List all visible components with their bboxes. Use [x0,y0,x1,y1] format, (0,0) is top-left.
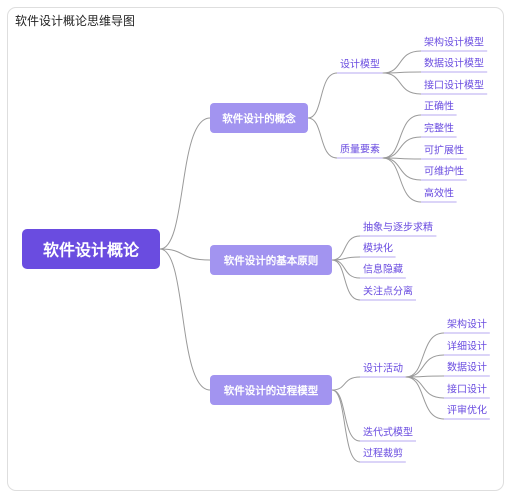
mindmap-edges [159,50,490,463]
leaf-node: 数据设计模型 [424,57,484,70]
topic-node: 设计模型 [340,58,380,71]
edge-root-branch-0 [159,117,211,250]
leaf-node: 接口设计 [447,383,487,396]
topic-node: 过程裁剪 [363,447,403,460]
edge-topic-0-0-leaf-2 [382,72,422,95]
edge-topic-0-0-leaf-0 [382,50,422,74]
topic-node: 信息隐藏 [363,263,403,276]
edge-branch-0-child-1 [307,117,338,159]
branch-node-label: 软件设计的过程模型 [224,384,319,397]
edge-topic-2-0-leaf-3 [405,376,445,399]
edge-topic-0-1-leaf-1 [382,136,422,159]
edge-branch-1-child-2 [331,259,361,279]
edge-topic-0-1-leaf-4 [382,157,422,203]
edge-branch-1-child-0 [331,235,361,261]
topic-node: 抽象与逐步求精 [363,221,433,234]
branch-node-0 [210,103,308,133]
edge-topic-2-0-leaf-4 [405,376,445,420]
root-node [22,229,160,269]
leaf-node: 架构设计模型 [424,36,484,49]
leaf-node: 数据设计 [447,361,487,374]
edge-topic-2-0-leaf-0 [405,332,445,378]
edge-topic-2-0-leaf-1 [405,354,445,378]
topic-node: 迭代式模型 [363,426,413,439]
leaf-node: 正确性 [424,100,454,113]
page-title: 软件设计概论思维导图 [15,14,136,28]
edge-root-branch-1 [159,248,211,261]
leaf-node: 完整性 [424,122,454,135]
branch-node-1 [210,245,332,275]
root-node-label: 软件设计概论 [43,241,140,260]
leaf-node: 架构设计 [447,318,487,331]
edge-branch-2-child-0 [331,376,361,391]
leaf-node: 接口设计模型 [424,79,484,92]
topic-node: 质量要素 [340,143,380,156]
edge-branch-0-child-0 [307,72,338,119]
leaf-node: 详细设计 [447,340,487,353]
topic-node: 设计活动 [363,362,403,375]
edge-branch-2-child-2 [331,389,361,463]
edge-root-branch-2 [159,248,211,391]
branch-node-label: 软件设计的基本原则 [224,254,319,267]
topic-node: 模块化 [363,242,393,255]
edge-branch-1-child-1 [331,256,361,261]
leaf-node: 高效性 [424,187,454,200]
branch-node-label: 软件设计的概念 [222,112,296,125]
leaf-node: 评审优化 [447,404,487,417]
leaf-node: 可扩展性 [424,144,464,157]
branch-node-2 [210,375,332,405]
edge-topic-0-1-leaf-3 [382,157,422,181]
edge-branch-1-child-3 [331,259,361,301]
topic-node: 关注点分离 [363,285,413,298]
edge-topic-0-1-leaf-0 [382,114,422,159]
leaf-node: 可维护性 [424,165,464,178]
